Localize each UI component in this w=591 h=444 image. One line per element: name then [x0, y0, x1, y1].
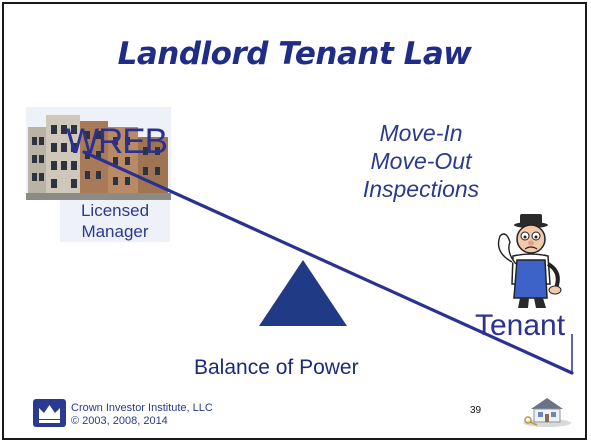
balance-caption: Balance of Power: [194, 356, 359, 379]
topic-text: Move-In Move-Out Inspections: [326, 119, 516, 203]
topic-line-3: Inspections: [362, 176, 480, 202]
tenant-cartoon-image: [497, 214, 562, 308]
house-keys-image: [523, 398, 571, 427]
manager-line-1: Licensed: [80, 201, 150, 220]
fulcrum-triangle: [259, 260, 347, 326]
wreb-label: WREB: [66, 122, 168, 161]
apartment-building-image: [26, 107, 171, 200]
slide: Landlord Tenant Law WREB Lice: [2, 2, 587, 440]
footer-line-1: Crown Investor Institute, LLC: [71, 402, 213, 414]
slide-title: Landlord Tenant Law: [117, 36, 472, 72]
balance-diagram: [82, 150, 574, 375]
footer-line-2: © 2003, 2008, 2014: [71, 415, 168, 427]
manager-line-2: Manager: [81, 222, 149, 241]
crown-logo-icon: [33, 399, 66, 427]
licensed-manager-label: Licensed Manager: [60, 200, 170, 242]
page-number: 39: [470, 405, 482, 416]
topic-line-2: Move-Out: [370, 148, 472, 174]
lever-line: [82, 150, 574, 375]
topic-line-1: Move-In: [379, 120, 463, 146]
footer-text: Crown Investor Institute, LLC © 2003, 20…: [71, 402, 213, 428]
